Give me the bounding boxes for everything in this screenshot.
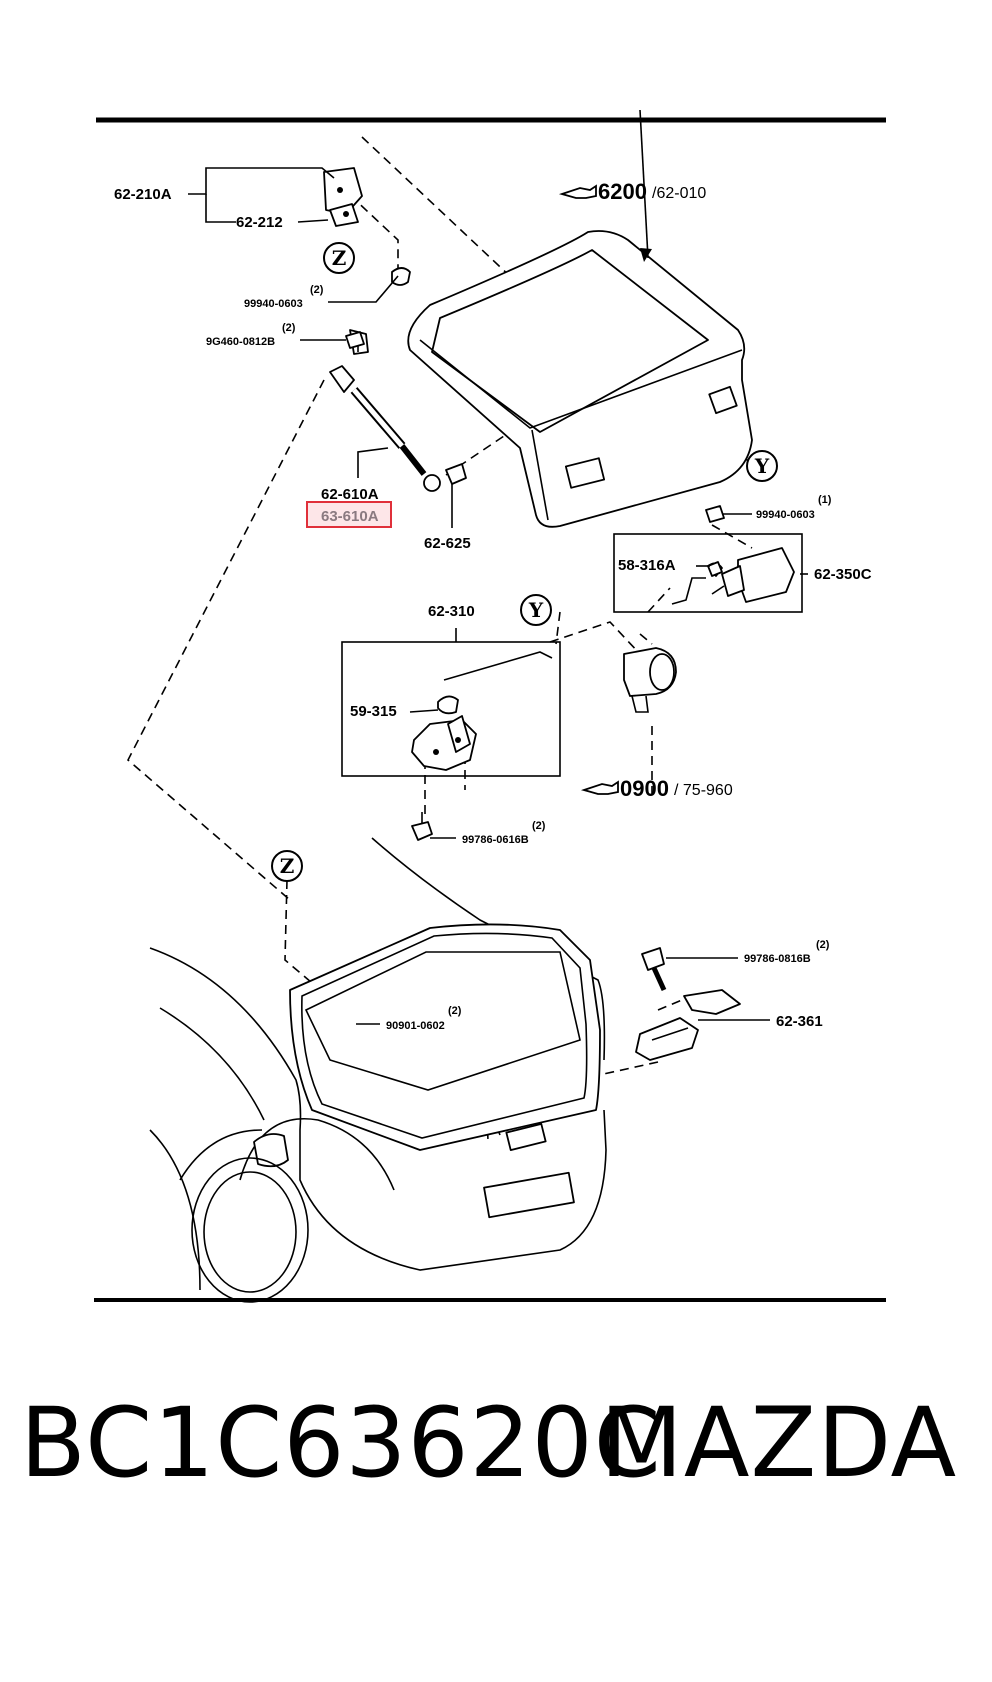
- actuator-box: [613, 533, 803, 613]
- label-62-610A: 62-610A: [321, 486, 379, 503]
- callout-z-bottom: Z: [271, 850, 303, 882]
- ref-0900-page: / 75-960: [674, 782, 733, 799]
- label-90901-0602: 90901-0602: [386, 1020, 445, 1032]
- qty-90901-0602: (2): [448, 1005, 462, 1017]
- label-62-361: 62-361: [776, 1013, 823, 1030]
- qty-99940-0603-right: (1): [818, 494, 832, 506]
- ref-6200-text: 6200: [598, 179, 647, 204]
- label-leaders: [188, 167, 808, 1025]
- callout-y-left: Y: [520, 594, 552, 626]
- hinge-assembly: [323, 167, 411, 286]
- label-9G460-0812B: 9G460-0812B: [206, 336, 275, 348]
- car-body: [149, 837, 607, 1303]
- label-99786-0616B: 99786-0616B: [462, 834, 529, 846]
- gas-strut: [329, 329, 467, 492]
- label-62-210A: 62-210A: [114, 186, 172, 203]
- part-number: BC1C63620C: [20, 1387, 662, 1499]
- callout-z-text: Z: [332, 246, 347, 270]
- label-62-212: 62-212: [236, 214, 283, 231]
- label-63-610A: 63-610A: [321, 508, 379, 525]
- lock-cylinder: [623, 647, 677, 713]
- label-62-310: 62-310: [428, 603, 475, 620]
- ref-0900-text: 0900: [620, 776, 669, 801]
- fasteners: [335, 331, 725, 1035]
- striker: [635, 989, 741, 1061]
- label-99940-0603-right: 99940-0603: [756, 509, 815, 521]
- brand-name: MAZDA: [600, 1387, 958, 1499]
- qty-9G460-0812B: (2): [282, 322, 296, 334]
- actuator: [671, 547, 795, 605]
- callout-z-text: Z: [280, 854, 295, 878]
- liftgate-panel: [407, 109, 753, 528]
- callout-y-right: Y: [746, 450, 778, 482]
- qty-99786-0616B: (2): [532, 820, 546, 832]
- ref-6200-page: /62-010: [652, 185, 706, 202]
- label-58-316A: 58-316A: [618, 557, 676, 574]
- callout-z-top: Z: [323, 242, 355, 274]
- label-62-350C: 62-350C: [814, 566, 872, 583]
- qty-99940-0603-top: (2): [310, 284, 324, 296]
- highlight-box: [306, 501, 392, 528]
- latch-assembly: [411, 651, 553, 771]
- parts-diagram: Z Y Y Z 62-210A 62-212 (2) 99940-0603 (2…: [94, 109, 886, 1303]
- label-62-625: 62-625: [424, 535, 471, 552]
- callout-y-text: Y: [754, 454, 770, 478]
- label-59-315: 59-315: [350, 703, 397, 720]
- ref-0900: 0900 / 75-960: [580, 776, 733, 801]
- pointing-hand-icon: [580, 780, 619, 795]
- latch-box: [341, 641, 561, 777]
- qty-99786-0816B: (2): [816, 939, 830, 951]
- callout-y-text: Y: [528, 598, 544, 622]
- ref-6200: 6200 /62-010: [558, 179, 706, 204]
- pointing-hand-icon: [558, 184, 597, 199]
- label-99940-0603-top: 99940-0603: [244, 298, 303, 310]
- label-99786-0816B: 99786-0816B: [744, 953, 811, 965]
